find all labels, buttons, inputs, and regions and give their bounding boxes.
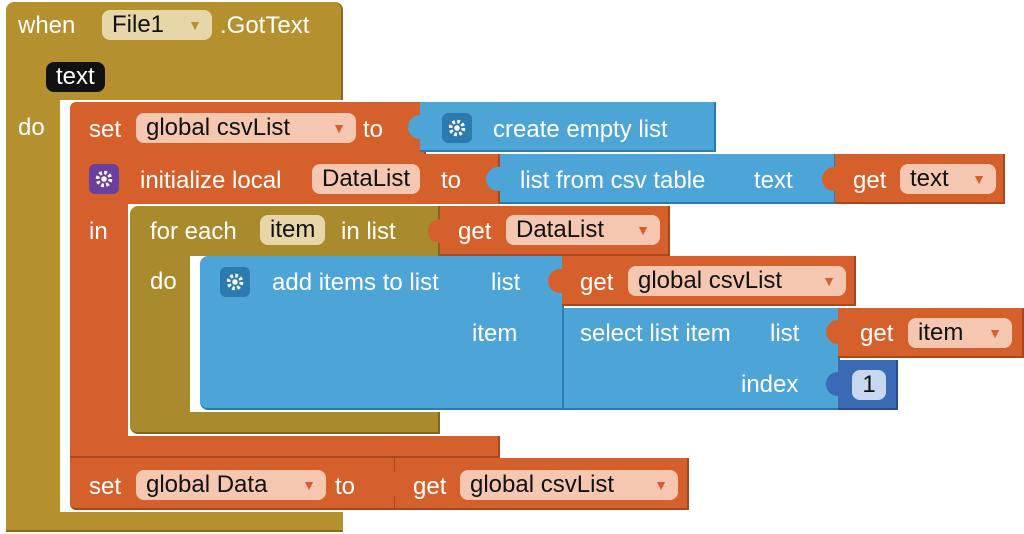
get-var-name: item: [918, 319, 964, 346]
initialize-local-label: initialize local: [140, 167, 282, 194]
select-list-param: list: [770, 320, 800, 347]
component-dropdown[interactable]: File1 ▼: [102, 10, 212, 40]
in-list-label: in list: [341, 218, 396, 245]
get-var-name: DataList: [516, 216, 605, 243]
csv-text-param-label: text: [754, 167, 793, 194]
socket-connector: [408, 115, 422, 139]
for-each-label: for each: [150, 218, 237, 245]
create-empty-list-label: create empty list: [493, 116, 668, 143]
mutator-gear-icon[interactable]: [442, 113, 472, 143]
set-data-var-dropdown[interactable]: global Data ▼: [136, 470, 326, 500]
socket-connector: [822, 167, 836, 191]
socket-connector: [548, 269, 562, 293]
socket-connector: [548, 320, 562, 344]
get-csvlist-dropdown[interactable]: global csvList ▼: [460, 470, 678, 500]
local-var-name[interactable]: DataList: [312, 164, 421, 194]
socket-connector: [486, 167, 500, 191]
get-label: get: [860, 320, 894, 347]
to-label: to: [363, 116, 384, 143]
set-var-name: global csvList: [146, 114, 291, 141]
for-each-do-label: do: [150, 268, 177, 295]
add-items-to-list-block[interactable]: [200, 256, 564, 410]
chevron-down-icon: ▼: [636, 222, 650, 238]
index-number-value[interactable]: 1: [852, 370, 886, 400]
set-var-dropdown[interactable]: global csvList ▼: [136, 113, 356, 143]
chevron-down-icon: ▼: [988, 325, 1002, 341]
get-datalist-dropdown[interactable]: DataList ▼: [506, 215, 660, 245]
local-in-label: in: [89, 218, 108, 245]
chevron-down-icon: ▼: [972, 171, 986, 187]
set-label: set: [89, 116, 122, 143]
set-var-name: global Data: [146, 471, 268, 498]
add-items-item-param: item: [472, 320, 518, 347]
event-bottom-bar: [6, 512, 343, 532]
event-do-label: do: [18, 114, 45, 141]
socket-connector: [826, 372, 840, 396]
to-label: to: [335, 473, 356, 500]
get-label: get: [413, 473, 447, 500]
get-var-dropdown[interactable]: text ▼: [900, 164, 996, 194]
chevron-down-icon: ▼: [302, 477, 316, 493]
get-label: get: [458, 218, 492, 245]
set-label: set: [89, 473, 122, 500]
get-var-name: global csvList: [638, 267, 783, 294]
for-each-item-name[interactable]: item: [260, 215, 326, 245]
select-list-item-block[interactable]: [562, 308, 840, 410]
add-items-label: add items to list: [272, 269, 439, 296]
get-var-name: text: [910, 165, 949, 192]
create-empty-list-block[interactable]: [420, 102, 716, 152]
chevron-down-icon: ▼: [332, 120, 346, 136]
socket-connector: [382, 472, 396, 496]
event-method-label: .GotText: [220, 12, 310, 39]
local-to-label: to: [441, 167, 462, 194]
socket-connector: [428, 219, 442, 243]
get-csvlist-dropdown[interactable]: global csvList ▼: [628, 266, 846, 296]
mutator-gear-icon[interactable]: [89, 164, 119, 194]
when-label: when: [18, 12, 76, 39]
get-label: get: [580, 269, 614, 296]
component-name: File1: [112, 11, 165, 38]
get-label: get: [853, 167, 887, 194]
mutator-gear-icon[interactable]: [220, 267, 250, 297]
list-from-csv-table-block[interactable]: [500, 154, 836, 204]
chevron-down-icon: ▼: [654, 477, 668, 493]
select-list-item-label: select list item: [580, 320, 731, 347]
event-param-text[interactable]: text: [46, 62, 105, 92]
select-index-param: index: [741, 371, 799, 398]
add-items-list-param: list: [491, 269, 521, 296]
list-from-csv-label: list from csv table: [520, 167, 706, 194]
chevron-down-icon: ▼: [188, 17, 202, 33]
chevron-down-icon: ▼: [822, 273, 836, 289]
get-var-name: global csvList: [470, 471, 615, 498]
get-item-dropdown[interactable]: item ▼: [908, 318, 1012, 348]
socket-connector: [826, 320, 840, 344]
